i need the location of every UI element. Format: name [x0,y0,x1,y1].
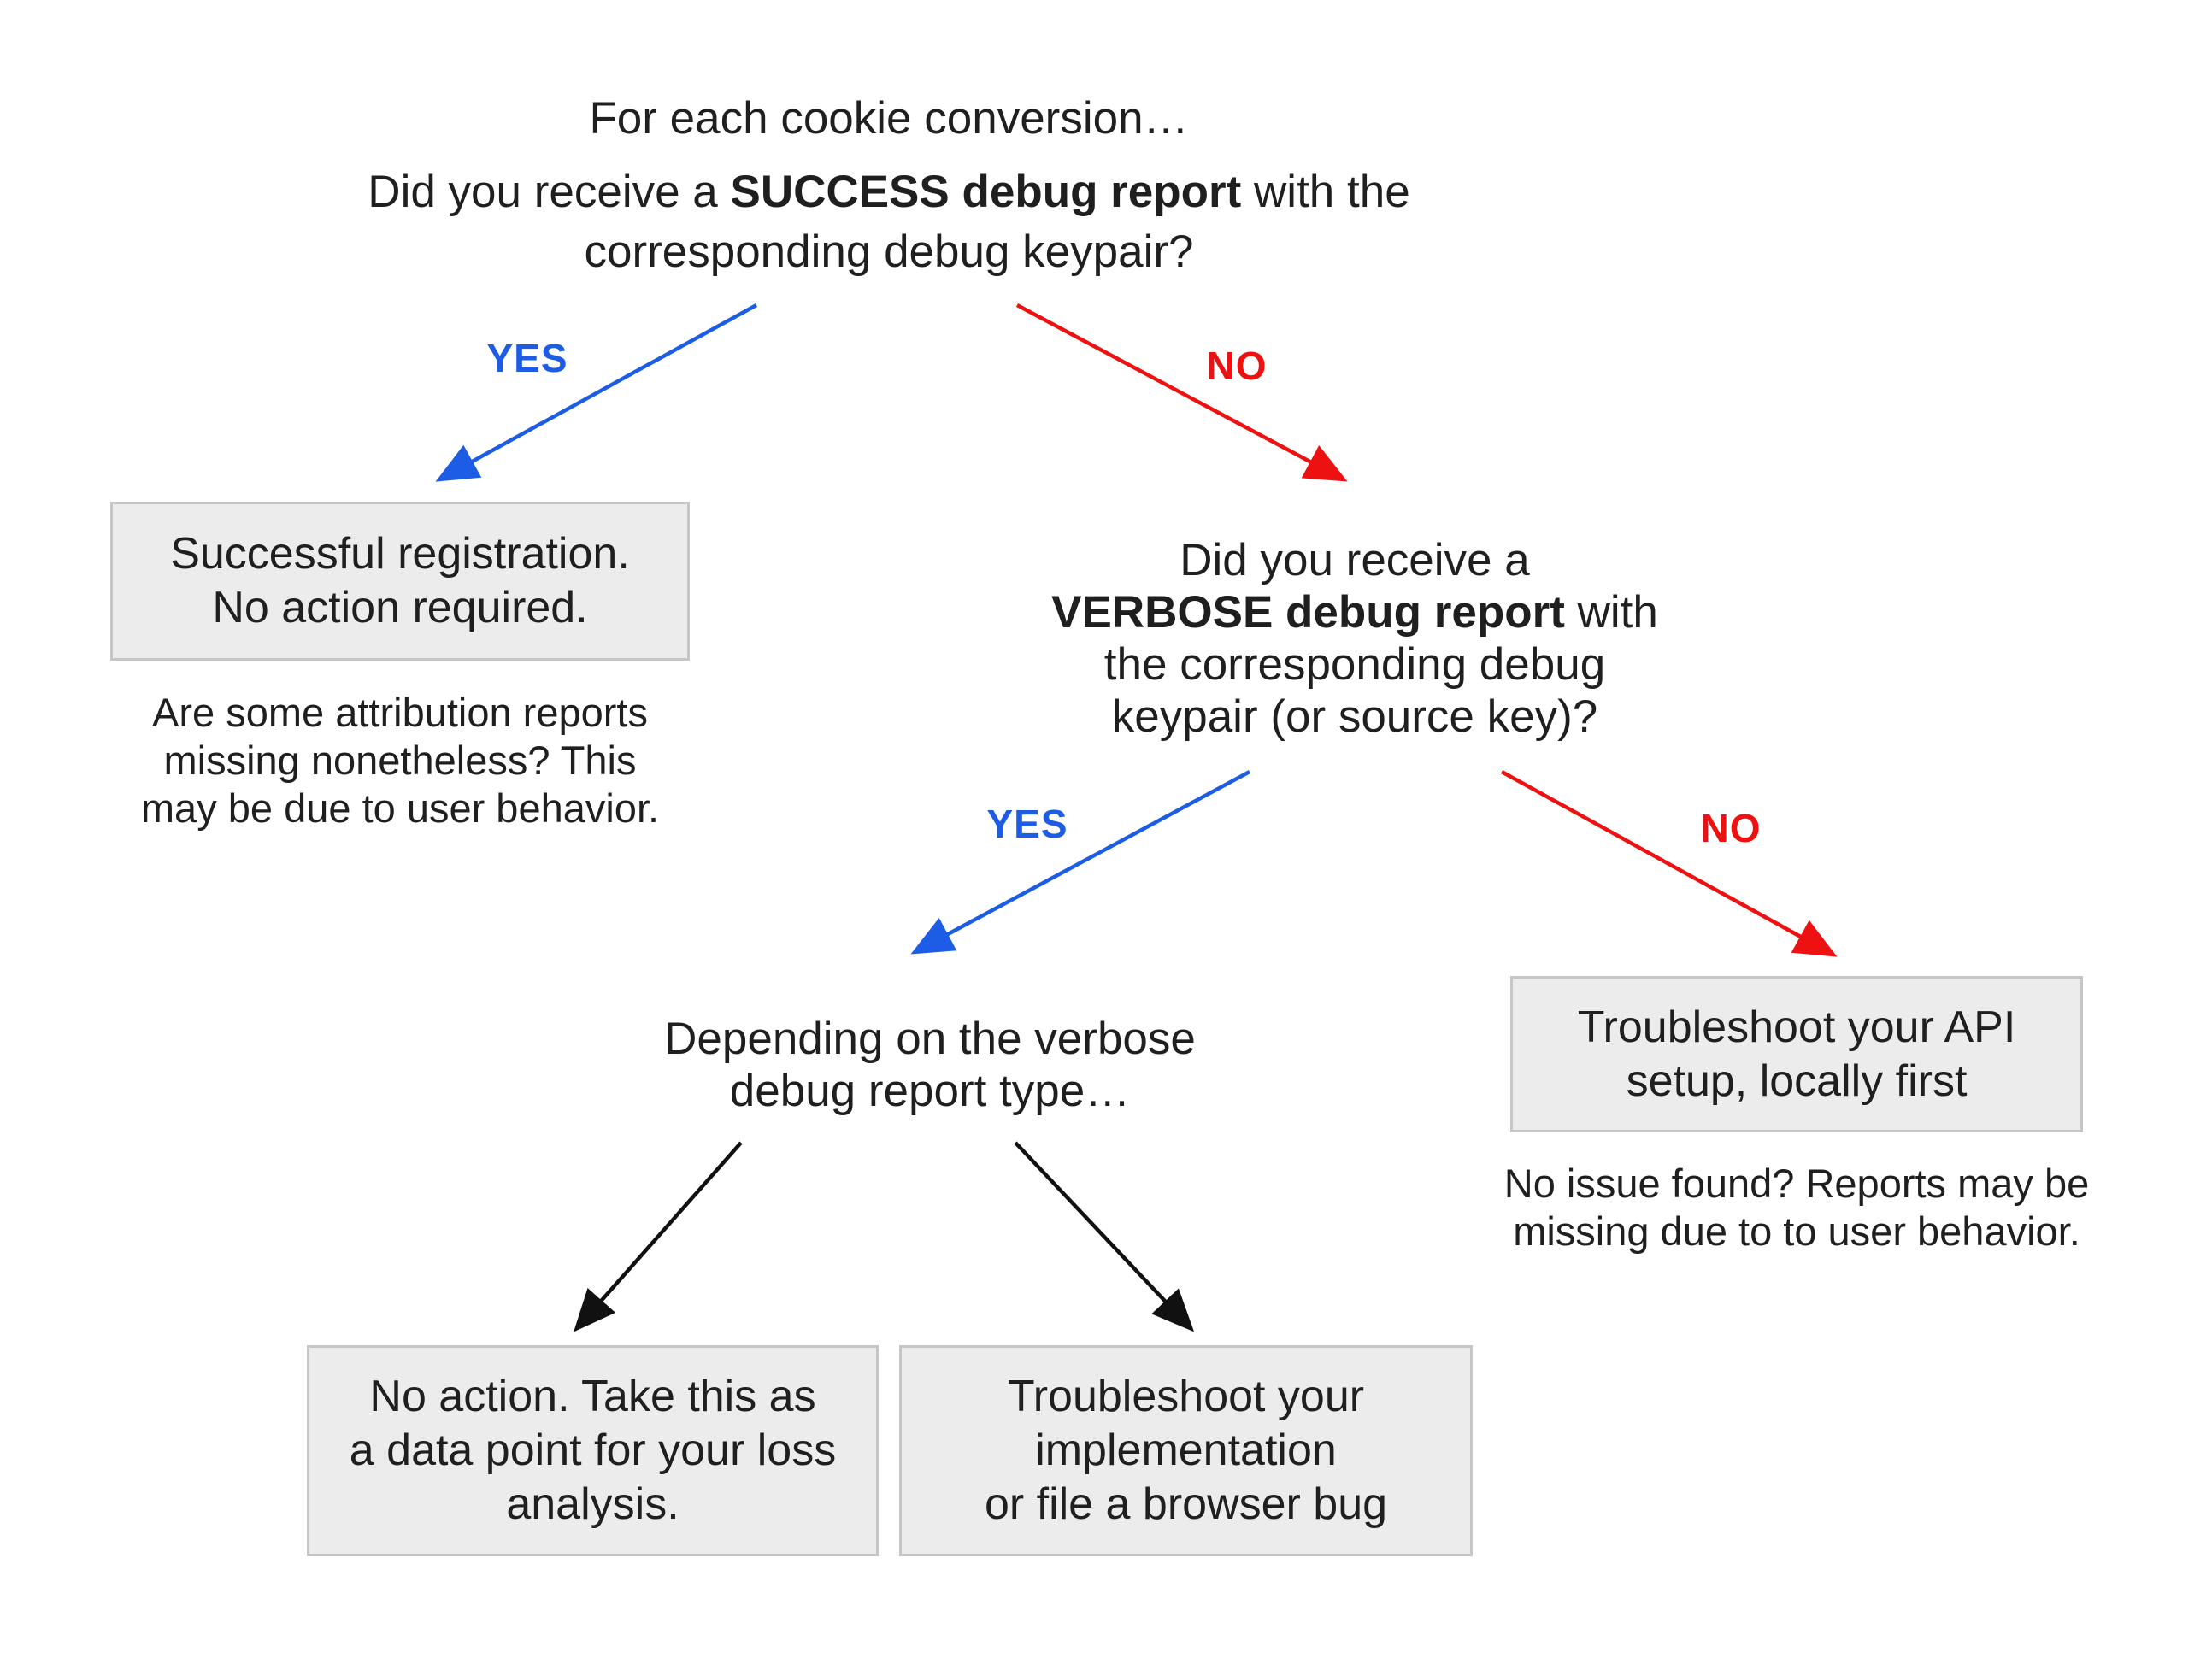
root-question-line1-bold: SUCCESS debug report [730,167,1242,217]
api-outcome-line2: setup, locally first [1626,1055,1968,1106]
verbose-type-arrow-right [1014,1141,1195,1332]
yes-arrow-2 [910,770,1251,955]
implementation-line1: Troubleshoot your [1007,1372,1365,1421]
branch1-yes-label: YES [486,336,568,380]
success-note-line2: missing nonetheless? This [163,738,637,783]
no-arrow-1 [1015,303,1348,482]
yes-arrow-1 [435,303,758,482]
verbose-question-line2: VERBOSE debug report with [1013,586,1697,638]
success-outcome-text: Successful registration. No action requi… [170,527,630,635]
api-outcome-note: No issue found? Reports may be missing d… [1497,1160,2096,1255]
branch2-no-label: NO [1700,806,1762,850]
verbose-question-line4: keypair (or source key)? [1111,691,1598,742]
success-outcome-line2: No action required. [212,583,588,632]
depending-text: Depending on the verbose debug report ty… [631,1013,1229,1117]
verbose-question-line3: the corresponding debug [1103,639,1606,690]
success-note-line1: Are some attribution reports [152,690,648,735]
loss-analysis-line1: No action. Take this as [369,1372,816,1421]
api-outcome-box: Troubleshoot your API setup, locally fir… [1510,976,2083,1132]
no-arrow-2 [1500,770,1838,957]
root-question-line1-pre: Did you receive a [368,167,731,217]
verbose-question-line2-post: with [1564,587,1658,638]
success-outcome-note: Are some attribution reports missing non… [118,689,682,832]
depending-line1: Depending on the verbose [664,1014,1196,1064]
depending-line2: debug report type… [729,1066,1131,1116]
success-outcome-box: Successful registration. No action requi… [110,502,690,661]
implementation-line2: implementation [1035,1426,1337,1475]
loss-analysis-text: No action. Take this as a data point for… [350,1370,836,1532]
success-note-line3: may be due to user behavior. [140,785,660,831]
implementation-box: Troubleshoot your implementation or file… [899,1345,1473,1556]
success-outcome-line1: Successful registration. [170,529,630,579]
verbose-question-line1: Did you receive a [1180,535,1530,585]
branch1-no-label: NO [1206,344,1268,388]
loss-analysis-line2: a data point for your loss [349,1426,837,1475]
verbose-type-arrow-left [574,1141,743,1332]
api-note-line1: No issue found? Reports may be [1503,1161,2090,1206]
api-outcome-text: Troubleshoot your API setup, locally fir… [1578,1001,2016,1108]
api-note-line2: missing due to to user behavior. [1513,1208,2080,1254]
implementation-text: Troubleshoot your implementation or file… [985,1370,1387,1532]
api-outcome-line1: Troubleshoot your API [1577,1002,2016,1052]
branch2-yes-label: YES [986,802,1068,846]
root-question-line1-post: with the [1241,167,1410,217]
loss-analysis-box: No action. Take this as a data point for… [307,1345,879,1556]
verbose-question-line2-bold: VERBOSE debug report [1051,587,1565,638]
verbose-question: Did you receive a VERBOSE debug report w… [1013,534,1697,743]
intro-text: For each cookie conversion… [291,89,1487,149]
root-question-line1: Did you receive a SUCCESS debug report w… [205,162,1573,222]
implementation-line3: or file a browser bug [984,1479,1388,1529]
root-question: Did you receive a SUCCESS debug report w… [205,162,1573,282]
root-question-line2: corresponding debug keypair? [584,226,1194,277]
intro-line: For each cookie conversion… [589,93,1189,144]
loss-analysis-line3: analysis. [506,1479,679,1529]
